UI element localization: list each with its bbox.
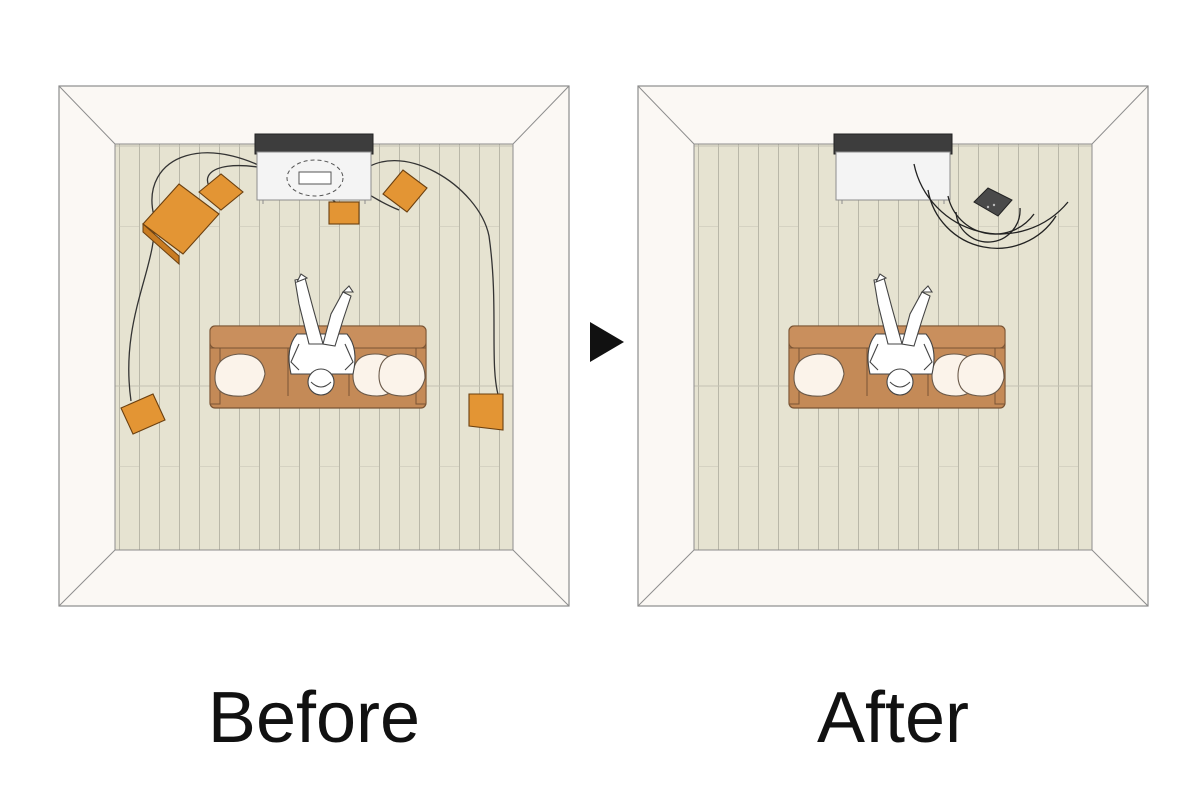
right-triangle-arrow-icon [590, 322, 624, 362]
speaker-center-small [328, 201, 360, 225]
compact-speaker-icon [973, 187, 1013, 217]
speaker-front-right [382, 169, 428, 213]
speaker-rear-right [468, 393, 504, 431]
before-caption: Before [207, 678, 421, 758]
speaker-front-left-small [198, 173, 244, 211]
before-room-plan [58, 85, 570, 607]
after-room-plan [637, 85, 1149, 607]
speaker-rear-left [120, 393, 166, 435]
before-receiver [298, 171, 332, 185]
before-tv-unit [254, 133, 374, 205]
speaker-front-left-large [142, 183, 220, 255]
sound-wave-icon [913, 163, 1069, 249]
before-receiver-highlight [286, 159, 344, 197]
after-compact-speaker [913, 163, 1069, 249]
before-speakers [120, 169, 504, 435]
after-tv-unit [833, 133, 953, 205]
after-caption: After [816, 678, 970, 758]
